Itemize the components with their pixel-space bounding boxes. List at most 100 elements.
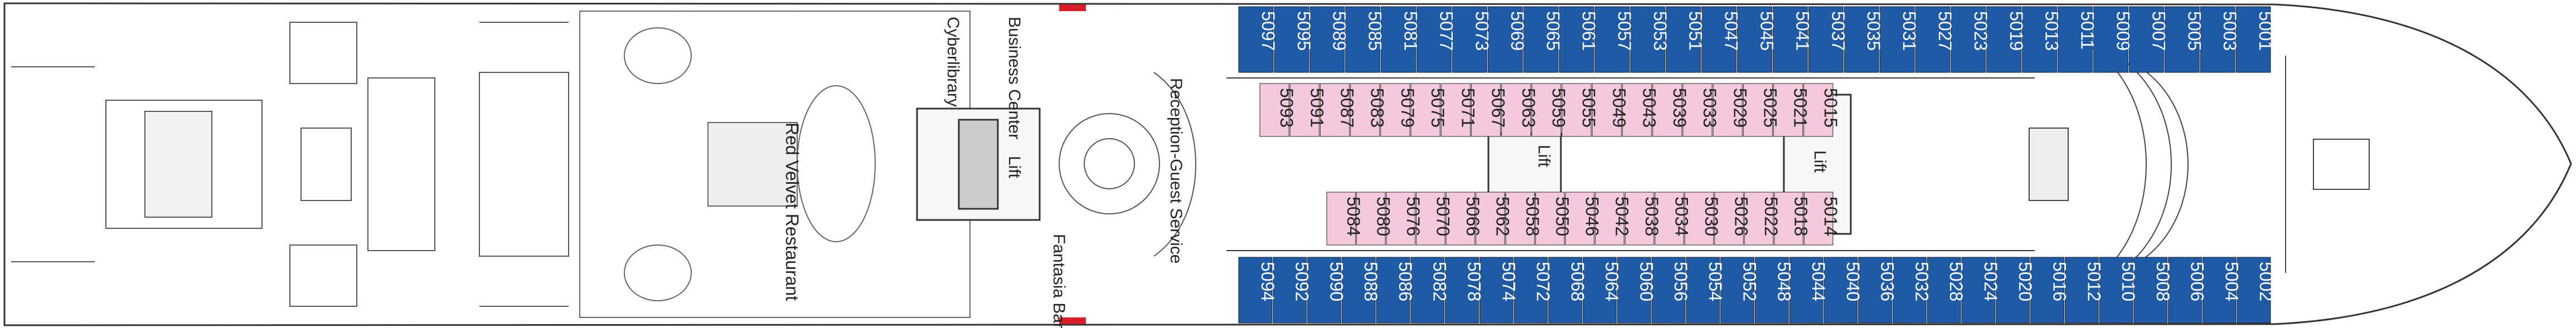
- bottom-cabin-5056[interactable]: [1651, 257, 1686, 324]
- bottom-inner-cabin-5050[interactable]: [1535, 192, 1565, 246]
- top-inner-cabin-5021[interactable]: [1773, 83, 1803, 137]
- top-inner-cabin-5087[interactable]: [1319, 83, 1350, 137]
- top-cabin-5001[interactable]: [2235, 6, 2271, 73]
- bottom-cabin-5020[interactable]: [1996, 257, 2030, 324]
- bottom-inner-cabin-5076[interactable]: [1386, 192, 1416, 246]
- bottom-inner-cabin-5080[interactable]: [1356, 192, 1386, 246]
- top-cabin-5045[interactable]: [1737, 6, 1772, 73]
- top-cabin-5011[interactable]: [2058, 6, 2093, 73]
- bottom-inner-cabin-5084[interactable]: [1326, 192, 1356, 246]
- bottom-cabin-5040[interactable]: [1823, 257, 1858, 324]
- top-inner-cabin-5055[interactable]: [1561, 83, 1592, 137]
- top-cabin-5003[interactable]: [2200, 6, 2235, 73]
- bottom-cabin-5006[interactable]: [2168, 257, 2202, 324]
- top-cabin-5069[interactable]: [1487, 6, 1523, 73]
- bottom-cabin-5036[interactable]: [1858, 257, 1893, 324]
- top-cabin-5097[interactable]: [1238, 6, 1274, 73]
- top-inner-cabin-label-5067: 5067: [1488, 88, 1508, 128]
- top-cabin-5027[interactable]: [1915, 6, 1951, 73]
- bottom-inner-cabin-5034[interactable]: [1655, 192, 1684, 246]
- top-cabin-5061[interactable]: [1559, 6, 1594, 73]
- top-cabin-5005[interactable]: [2164, 6, 2200, 73]
- top-inner-cabin-5079[interactable]: [1380, 83, 1410, 137]
- bottom-cabin-5004[interactable]: [2202, 257, 2237, 324]
- top-cabin-5047[interactable]: [1701, 6, 1737, 73]
- top-cabin-5073[interactable]: [1452, 6, 1487, 73]
- bottom-cabin-5002[interactable]: [2237, 257, 2271, 324]
- top-cabin-5041[interactable]: [1772, 6, 1808, 73]
- top-cabin-5007[interactable]: [2128, 6, 2164, 73]
- bottom-cabin-5048[interactable]: [1755, 257, 1789, 324]
- top-inner-cabin-5063[interactable]: [1501, 83, 1531, 137]
- top-cabin-5013[interactable]: [2022, 6, 2058, 73]
- bottom-inner-cabin-5066[interactable]: [1445, 192, 1476, 246]
- bottom-cabin-5068[interactable]: [1548, 257, 1583, 324]
- bottom-cabin-5064[interactable]: [1583, 257, 1617, 324]
- bottom-cabin-5082[interactable]: [1410, 257, 1445, 324]
- bottom-inner-cabin-5062[interactable]: [1476, 192, 1505, 246]
- bottom-inner-cabin-5070[interactable]: [1416, 192, 1445, 246]
- top-inner-cabin-5091[interactable]: [1289, 83, 1319, 137]
- top-inner-cabin-5039[interactable]: [1652, 83, 1682, 137]
- bottom-inner-cabin-5046[interactable]: [1565, 192, 1595, 246]
- bottom-cabin-5092[interactable]: [1273, 257, 1307, 324]
- top-cabin-5095[interactable]: [1274, 6, 1309, 73]
- top-cabin-5019[interactable]: [1986, 6, 2022, 73]
- bottom-inner-cabin-5026[interactable]: [1714, 192, 1744, 246]
- top-inner-cabin-5075[interactable]: [1410, 83, 1440, 137]
- bottom-cabin-5054[interactable]: [1686, 257, 1720, 324]
- bottom-cabin-5094[interactable]: [1238, 257, 1273, 324]
- top-inner-cabin-5025[interactable]: [1743, 83, 1773, 137]
- bottom-inner-cabin-5022[interactable]: [1744, 192, 1774, 246]
- top-inner-cabin-5071[interactable]: [1440, 83, 1471, 137]
- bottom-inner-cabin-5014[interactable]: [1803, 192, 1833, 246]
- bottom-cabin-5028[interactable]: [1927, 257, 1961, 324]
- bottom-inner-cabin-5030[interactable]: [1684, 192, 1714, 246]
- bottom-cabin-5088[interactable]: [1341, 257, 1376, 324]
- bottom-cabin-5086[interactable]: [1376, 257, 1410, 324]
- top-inner-cabin-5067[interactable]: [1471, 83, 1501, 137]
- bottom-inner-cabin-5038[interactable]: [1624, 192, 1655, 246]
- bottom-cabin-5090[interactable]: [1307, 257, 1341, 324]
- bottom-cabin-5032[interactable]: [1893, 257, 1927, 324]
- top-inner-cabin-5093[interactable]: [1259, 83, 1289, 137]
- top-inner-cabin-5059[interactable]: [1531, 83, 1561, 137]
- top-cabin-5077[interactable]: [1416, 6, 1452, 73]
- top-cabin-5081[interactable]: [1381, 6, 1416, 73]
- bottom-cabin-5074[interactable]: [1479, 257, 1513, 324]
- top-cabin-label-5057: 5057: [1614, 11, 1634, 51]
- top-cabin-5051[interactable]: [1666, 6, 1701, 73]
- top-inner-cabin-5015[interactable]: [1803, 83, 1833, 137]
- top-cabin-5037[interactable]: [1808, 6, 1844, 73]
- top-cabin-5031[interactable]: [1879, 6, 1915, 73]
- bottom-cabin-5072[interactable]: [1513, 257, 1548, 324]
- top-cabin-5053[interactable]: [1630, 6, 1666, 73]
- bottom-cabin-5044[interactable]: [1789, 257, 1823, 324]
- bottom-inner-cabin-5058[interactable]: [1505, 192, 1535, 246]
- bottom-cabin-5016[interactable]: [2030, 257, 2064, 324]
- bottom-inner-cabin-5042[interactable]: [1595, 192, 1624, 246]
- bottom-inner-cabin-5018[interactable]: [1774, 192, 1803, 246]
- bottom-cabin-5078[interactable]: [1445, 257, 1479, 324]
- top-cabin-5057[interactable]: [1594, 6, 1630, 73]
- bottom-cabin-label-5024: 5024: [1981, 262, 2001, 301]
- bottom-cabin-5060[interactable]: [1617, 257, 1651, 324]
- top-cabin-5085[interactable]: [1345, 6, 1381, 73]
- top-inner-cabin-5043[interactable]: [1622, 83, 1652, 137]
- top-cabin-label-5041: 5041: [1792, 11, 1812, 51]
- bottom-cabin-5008[interactable]: [2133, 257, 2168, 324]
- top-cabin-5065[interactable]: [1523, 6, 1559, 73]
- top-inner-cabin-5033[interactable]: [1682, 83, 1713, 137]
- bottom-cabin-5010[interactable]: [2099, 257, 2133, 324]
- top-inner-cabin-5083[interactable]: [1350, 83, 1380, 137]
- top-cabin-5009[interactable]: [2093, 6, 2128, 73]
- bottom-cabin-5052[interactable]: [1720, 257, 1755, 324]
- top-inner-cabin-5029[interactable]: [1713, 83, 1743, 137]
- bottom-inner-cabin-label-5018: 5018: [1791, 197, 1811, 236]
- top-cabin-5023[interactable]: [1951, 6, 1986, 73]
- bottom-cabin-5024[interactable]: [1961, 257, 1996, 324]
- bottom-cabin-5012[interactable]: [2064, 257, 2099, 324]
- top-cabin-5035[interactable]: [1844, 6, 1879, 73]
- top-cabin-5089[interactable]: [1309, 6, 1345, 73]
- top-inner-cabin-5049[interactable]: [1592, 83, 1622, 137]
